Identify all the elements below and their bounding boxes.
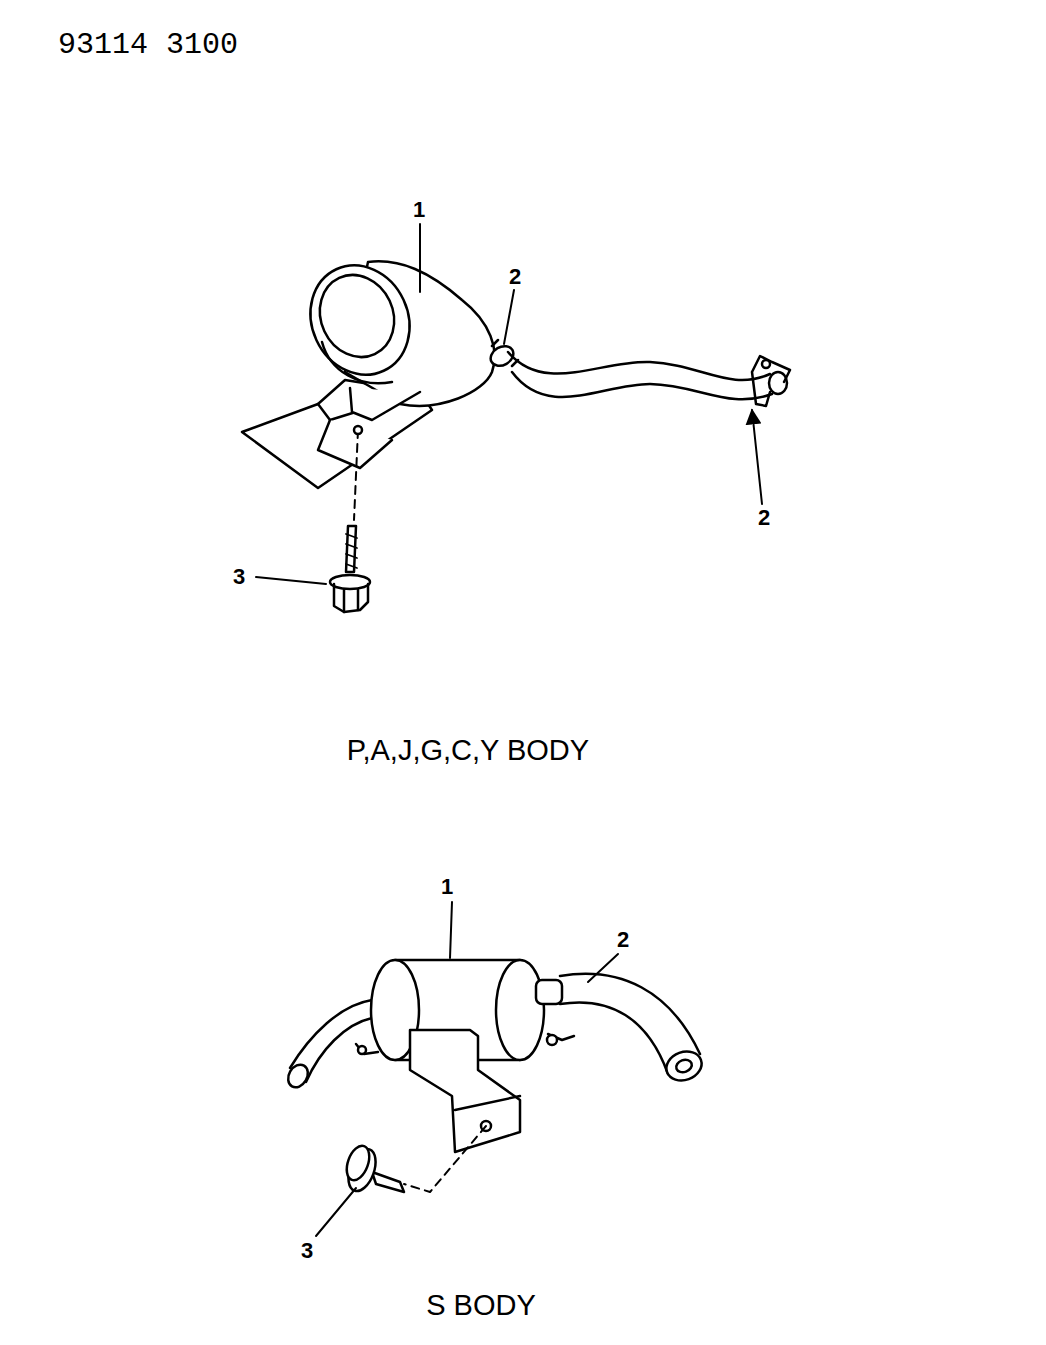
callout-number: 1 bbox=[441, 876, 453, 898]
vacuum-hose bbox=[284, 1000, 378, 1091]
callout-number: 3 bbox=[233, 566, 245, 588]
mounting-bracket bbox=[410, 1030, 520, 1152]
callout-number: 2 bbox=[617, 929, 629, 951]
leader-line bbox=[752, 410, 762, 504]
leader-line bbox=[316, 1188, 356, 1236]
callout-number: 2 bbox=[509, 266, 521, 288]
callout-number: 3 bbox=[301, 1240, 313, 1262]
leader-line bbox=[256, 577, 326, 584]
body-caption: P,A,J,G,C,Y BODY bbox=[347, 736, 589, 765]
leader-line bbox=[588, 954, 618, 982]
leader-line bbox=[504, 290, 514, 344]
mounting-bracket bbox=[242, 380, 432, 488]
callout-number: 2 bbox=[758, 507, 770, 529]
drawing-number: 93114 3100 bbox=[58, 30, 238, 60]
callout-number: 1 bbox=[413, 199, 425, 221]
leader-line bbox=[450, 902, 452, 958]
mounting-screw bbox=[330, 426, 370, 612]
hose-clamp bbox=[487, 340, 518, 370]
vacuum-canister bbox=[293, 249, 495, 420]
mounting-screw bbox=[342, 1126, 486, 1195]
vacuum-hose bbox=[508, 352, 790, 406]
vacuum-hose bbox=[560, 974, 706, 1085]
body-caption: S BODY bbox=[426, 1291, 536, 1320]
leader-line bbox=[419, 224, 421, 292]
